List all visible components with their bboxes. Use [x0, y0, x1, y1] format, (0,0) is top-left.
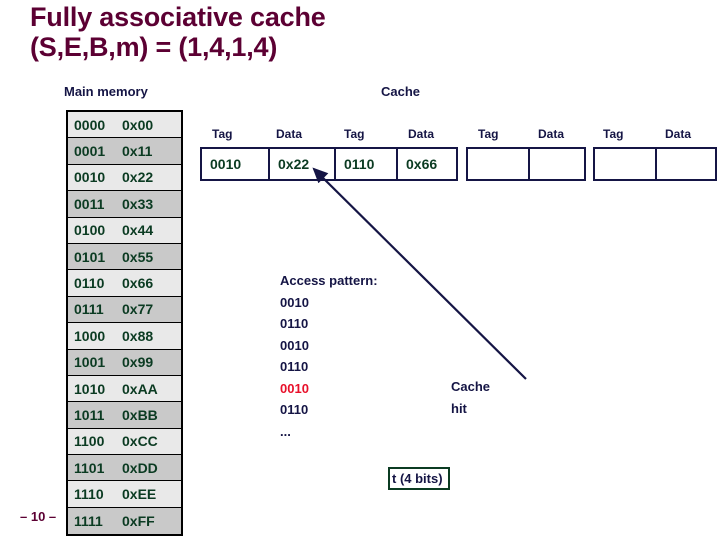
memory-value: 0xDD [122, 459, 158, 476]
access-pattern-title: Access pattern: [280, 273, 378, 288]
cache-data-value [657, 149, 715, 179]
memory-value: 0x99 [122, 354, 154, 371]
memory-address: 0101 [74, 248, 106, 265]
access-pattern-item: 0010 [280, 337, 309, 353]
access-pattern-item-highlighted: 0010 [280, 380, 309, 396]
page-title: Fully associative cache (S,E,B,m) = (1,4… [30, 2, 670, 62]
table-row: 0100 0x44 [68, 217, 181, 244]
memory-address: 1100 [74, 433, 105, 450]
table-row: 0010 0x22 [68, 164, 181, 192]
access-pattern-item: 0110 [280, 359, 309, 374]
memory-value: 0x88 [122, 327, 154, 344]
table-row: 0011 0x33 [68, 191, 181, 218]
cache-block: Tag Data 0110 0x66 [334, 127, 458, 181]
access-pattern-item: 0010 [280, 294, 309, 310]
cache-data-header: Data [276, 127, 303, 141]
memory-value: 0xFF [122, 513, 155, 530]
cache-data-header: Data [408, 127, 435, 141]
memory-value: 0x22 [122, 169, 154, 186]
cache-tag-value [468, 149, 530, 179]
cache-hit-label: Cache hit [451, 376, 490, 420]
memory-value: 0x44 [122, 222, 154, 239]
access-pattern-ellipsis: ... [280, 423, 291, 439]
table-row: 1011 0xBB [68, 402, 181, 429]
table-row: 0001 0x11 [68, 138, 181, 165]
cache-data-header: Data [665, 127, 692, 141]
cache-tag-value [595, 149, 657, 179]
memory-value: 0xAA [122, 380, 158, 397]
table-row: 0101 0x55 [68, 243, 181, 271]
tag-bits-box: t (4 bits) [388, 467, 450, 490]
cache-tag-value: 0010 [202, 149, 270, 179]
memory-address: 1011 [74, 406, 105, 423]
memory-value: 0xBB [122, 406, 158, 423]
table-row: 1110 0xEE [68, 481, 181, 508]
cache-hit-label-line-1: Cache [451, 379, 491, 394]
table-row: 1111 0xFF [68, 507, 181, 535]
memory-address: 0000 [74, 116, 106, 133]
memory-value: 0x00 [122, 116, 154, 133]
memory-value: 0xCC [122, 433, 158, 450]
access-pattern-list: Access pattern: 0010 0110 0010 0110 0010… [280, 270, 378, 442]
memory-address: 1111 [74, 513, 103, 530]
memory-address: 1110 [74, 486, 104, 503]
cache-block: Tag Data [466, 127, 586, 181]
table-row: 0111 0x77 [68, 296, 181, 324]
page-title-line-2: (S,E,B,m) = (1,4,1,4) [30, 32, 278, 62]
cache-block: Tag Data [593, 127, 717, 181]
table-row: 1001 0x99 [68, 349, 181, 376]
memory-value: 0x55 [122, 248, 154, 265]
memory-value: 0x77 [122, 301, 154, 318]
cache-tag-header: Tag [212, 127, 233, 141]
page-number: – 10 – [20, 509, 57, 524]
cache-data-value: 0x22 [270, 149, 334, 179]
table-row: 1101 0xDD [68, 455, 181, 482]
memory-value: 0x11 [122, 143, 153, 160]
memory-address: 0111 [74, 301, 104, 318]
cache-data-header: Data [538, 127, 565, 141]
cache-data-value [530, 149, 584, 179]
cache-tag-header: Tag [478, 127, 499, 141]
cache-tag-header: Tag [603, 127, 624, 141]
memory-value: 0x33 [122, 195, 154, 212]
cache-caption: Cache [381, 84, 421, 99]
page-title-line-1: Fully associative cache [30, 2, 326, 32]
memory-address: 0100 [74, 222, 106, 239]
memory-address: 0001 [74, 143, 106, 160]
cache-data-value: 0x66 [398, 149, 456, 179]
memory-address: 1000 [74, 327, 106, 344]
memory-address: 0010 [74, 169, 106, 186]
table-row: 1000 0x88 [68, 323, 181, 350]
table-row: 1100 0xCC [68, 428, 181, 456]
access-pattern-item: 0110 [280, 316, 309, 331]
main-memory-table: 0000 0x00 0001 0x11 0010 0x22 0011 0x33 0100… [66, 110, 183, 537]
cache-tag-header: Tag [344, 127, 365, 141]
table-row: 0110 0x66 [68, 270, 181, 297]
memory-address: 1101 [74, 459, 105, 476]
memory-address: 1010 [74, 380, 106, 397]
memory-address: 0110 [74, 275, 105, 292]
cache-tag-value: 0110 [336, 149, 398, 179]
cache-block: Tag Data 0010 0x22 [200, 127, 336, 181]
memory-address: 1001 [74, 354, 106, 371]
main-memory-caption: Main memory [64, 84, 148, 99]
cache-hit-label-line-2: hit [451, 401, 467, 416]
table-row: 1010 0xAA [68, 375, 181, 403]
memory-value: 0xEE [122, 486, 157, 503]
memory-value: 0x66 [122, 275, 154, 292]
access-pattern-item: 0110 [280, 402, 309, 417]
table-row: 0000 0x00 [68, 112, 181, 139]
memory-address: 0011 [74, 195, 105, 212]
